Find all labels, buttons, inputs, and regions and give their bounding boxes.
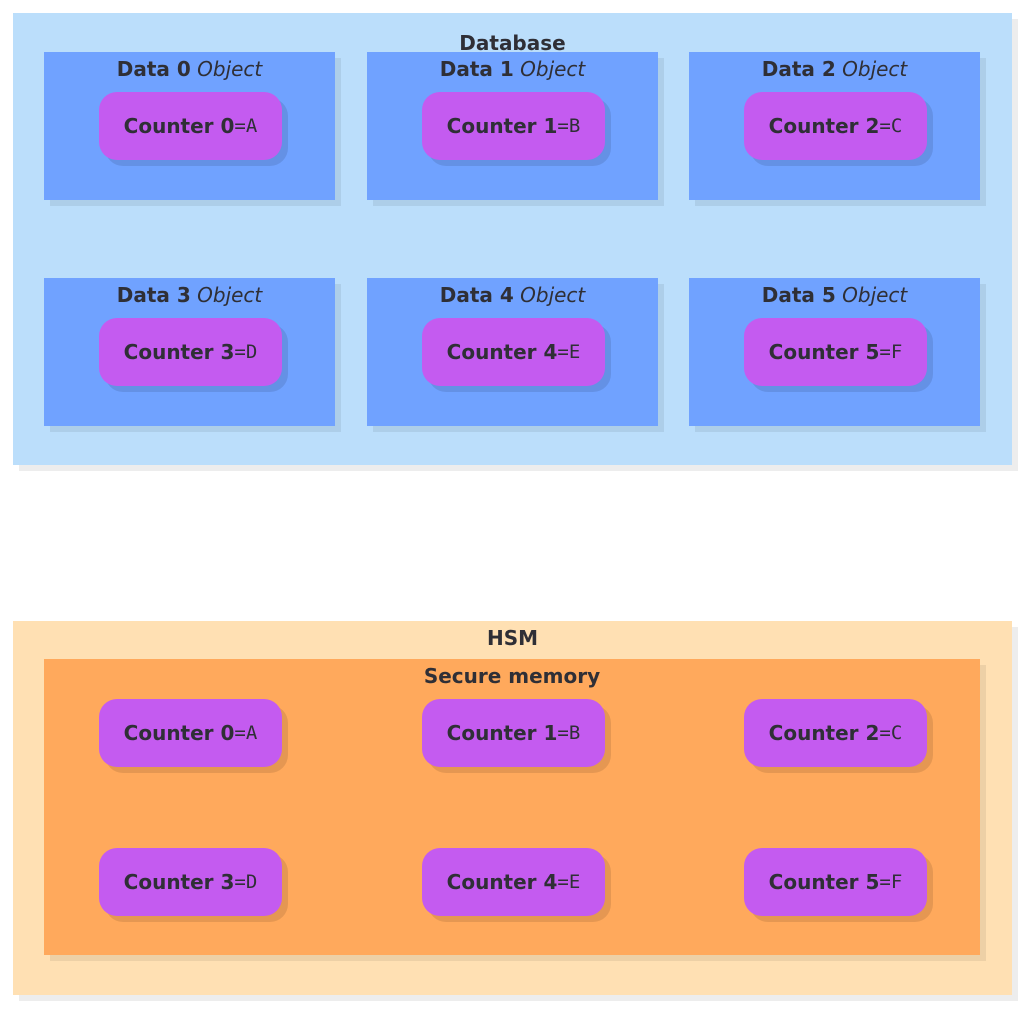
counter-value: F xyxy=(890,871,903,893)
secure-memory-title: Secure memory xyxy=(423,664,601,688)
counter-name: Counter 3 xyxy=(123,870,235,894)
object-type: Object xyxy=(842,283,908,307)
object-type: Object xyxy=(197,57,263,81)
counter-value: D xyxy=(245,871,258,893)
counter-value: B xyxy=(568,722,581,744)
counter-node: Counter 4=E xyxy=(422,848,605,916)
counter-eq: = xyxy=(557,341,569,363)
counter-name: Counter 5 xyxy=(768,340,880,364)
counter-value: D xyxy=(245,341,258,363)
object-name: Data 3 xyxy=(116,283,191,307)
counter-node: Counter 3=D xyxy=(99,318,282,386)
object-type: Object xyxy=(520,283,586,307)
counter-eq: = xyxy=(234,871,246,893)
counter-node: Counter 0=A xyxy=(99,92,282,160)
counter-name: Counter 2 xyxy=(768,721,880,745)
object-title: Data 5 Object xyxy=(689,283,980,307)
hsm-title: HSM xyxy=(486,626,539,650)
data-object-0: Data 0 Object Counter 0=A xyxy=(44,52,335,200)
counter-node: Counter 2=C xyxy=(744,92,927,160)
object-type: Object xyxy=(197,283,263,307)
counter-value: E xyxy=(568,871,581,893)
counter-value: F xyxy=(890,341,903,363)
counter-value: E xyxy=(568,341,581,363)
database-container: Database Data 0 Object Counter 0=A Data … xyxy=(13,13,1012,465)
counter-name: Counter 1 xyxy=(446,721,558,745)
data-object-2: Data 2 Object Counter 2=C xyxy=(689,52,980,200)
counter-value: A xyxy=(245,722,258,744)
object-name: Data 1 xyxy=(439,57,514,81)
counter-node: Counter 1=B xyxy=(422,92,605,160)
data-object-3: Data 3 Object Counter 3=D xyxy=(44,278,335,426)
database-title: Database xyxy=(459,31,566,55)
data-object-4: Data 4 Object Counter 4=E xyxy=(367,278,658,426)
counter-node: Counter 0=A xyxy=(99,699,282,767)
counter-value: C xyxy=(890,722,903,744)
object-name: Data 2 xyxy=(761,57,836,81)
object-title: Data 4 Object xyxy=(367,283,658,307)
data-object-1: Data 1 Object Counter 1=B xyxy=(367,52,658,200)
object-title: Data 0 Object xyxy=(44,57,335,81)
object-name: Data 5 xyxy=(761,283,836,307)
object-title: Data 1 Object xyxy=(367,57,658,81)
counter-node: Counter 1=B xyxy=(422,699,605,767)
data-object-5: Data 5 Object Counter 5=F xyxy=(689,278,980,426)
counter-value: C xyxy=(890,115,903,137)
counter-name: Counter 0 xyxy=(123,114,235,138)
counter-eq: = xyxy=(879,115,891,137)
counter-eq: = xyxy=(557,871,569,893)
counter-name: Counter 0 xyxy=(123,721,235,745)
counter-node: Counter 3=D xyxy=(99,848,282,916)
object-name: Data 0 xyxy=(116,57,191,81)
hsm-container: HSM Secure memory Counter 0=A Counter 1=… xyxy=(13,621,1012,995)
counter-eq: = xyxy=(879,871,891,893)
counter-name: Counter 2 xyxy=(768,114,880,138)
object-name: Data 4 xyxy=(439,283,514,307)
counter-eq: = xyxy=(234,341,246,363)
counter-value: B xyxy=(568,115,581,137)
secure-memory-container: Secure memory Counter 0=A Counter 1=B Co… xyxy=(44,659,980,955)
counter-name: Counter 4 xyxy=(446,870,558,894)
counter-name: Counter 3 xyxy=(123,340,235,364)
counter-value: A xyxy=(245,115,258,137)
object-title: Data 2 Object xyxy=(689,57,980,81)
counter-eq: = xyxy=(879,722,891,744)
counter-node: Counter 5=F xyxy=(744,318,927,386)
counter-eq: = xyxy=(879,341,891,363)
counter-name: Counter 1 xyxy=(446,114,558,138)
counter-name: Counter 4 xyxy=(446,340,558,364)
counter-eq: = xyxy=(234,722,246,744)
counter-eq: = xyxy=(557,115,569,137)
counter-name: Counter 5 xyxy=(768,870,880,894)
counter-node: Counter 5=F xyxy=(744,848,927,916)
counter-node: Counter 2=C xyxy=(744,699,927,767)
counter-node: Counter 4=E xyxy=(422,318,605,386)
counter-eq: = xyxy=(557,722,569,744)
counter-eq: = xyxy=(234,115,246,137)
object-type: Object xyxy=(520,57,586,81)
object-title: Data 3 Object xyxy=(44,283,335,307)
object-type: Object xyxy=(842,57,908,81)
